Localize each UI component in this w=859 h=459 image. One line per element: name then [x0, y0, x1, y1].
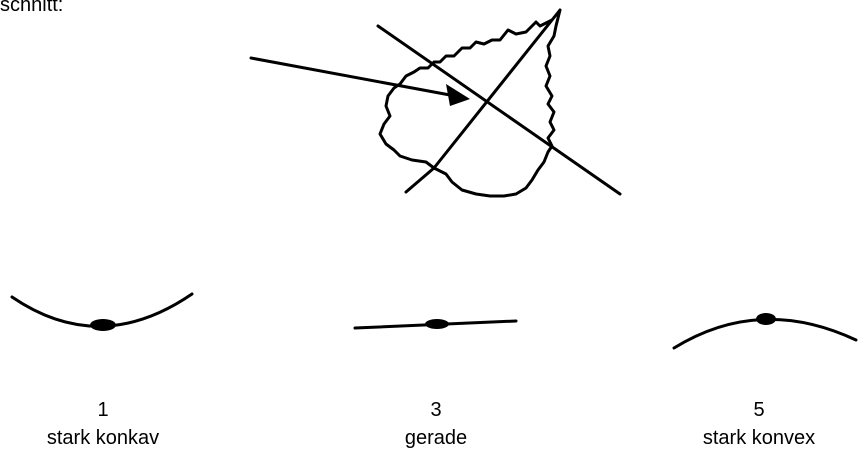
cutting-line	[378, 26, 620, 194]
scale-label: stark konkav	[3, 424, 203, 452]
scale-caption-3: 3 gerade	[336, 396, 536, 452]
scale-label: stark konvex	[659, 424, 859, 452]
scale-number: 3	[336, 396, 536, 424]
scale-number: 5	[659, 396, 859, 424]
scale-number: 1	[3, 396, 203, 424]
scale-caption-5: 5 stark konvex	[659, 396, 859, 452]
arrow-shaft	[251, 58, 450, 95]
curve-point-straight	[425, 319, 449, 329]
curve-point-concave	[90, 319, 116, 331]
scale-caption-1: 1 stark konkav	[3, 396, 203, 452]
curve-point-convex	[756, 313, 776, 325]
scale-label: gerade	[336, 424, 536, 452]
leaf-outline	[380, 10, 560, 196]
